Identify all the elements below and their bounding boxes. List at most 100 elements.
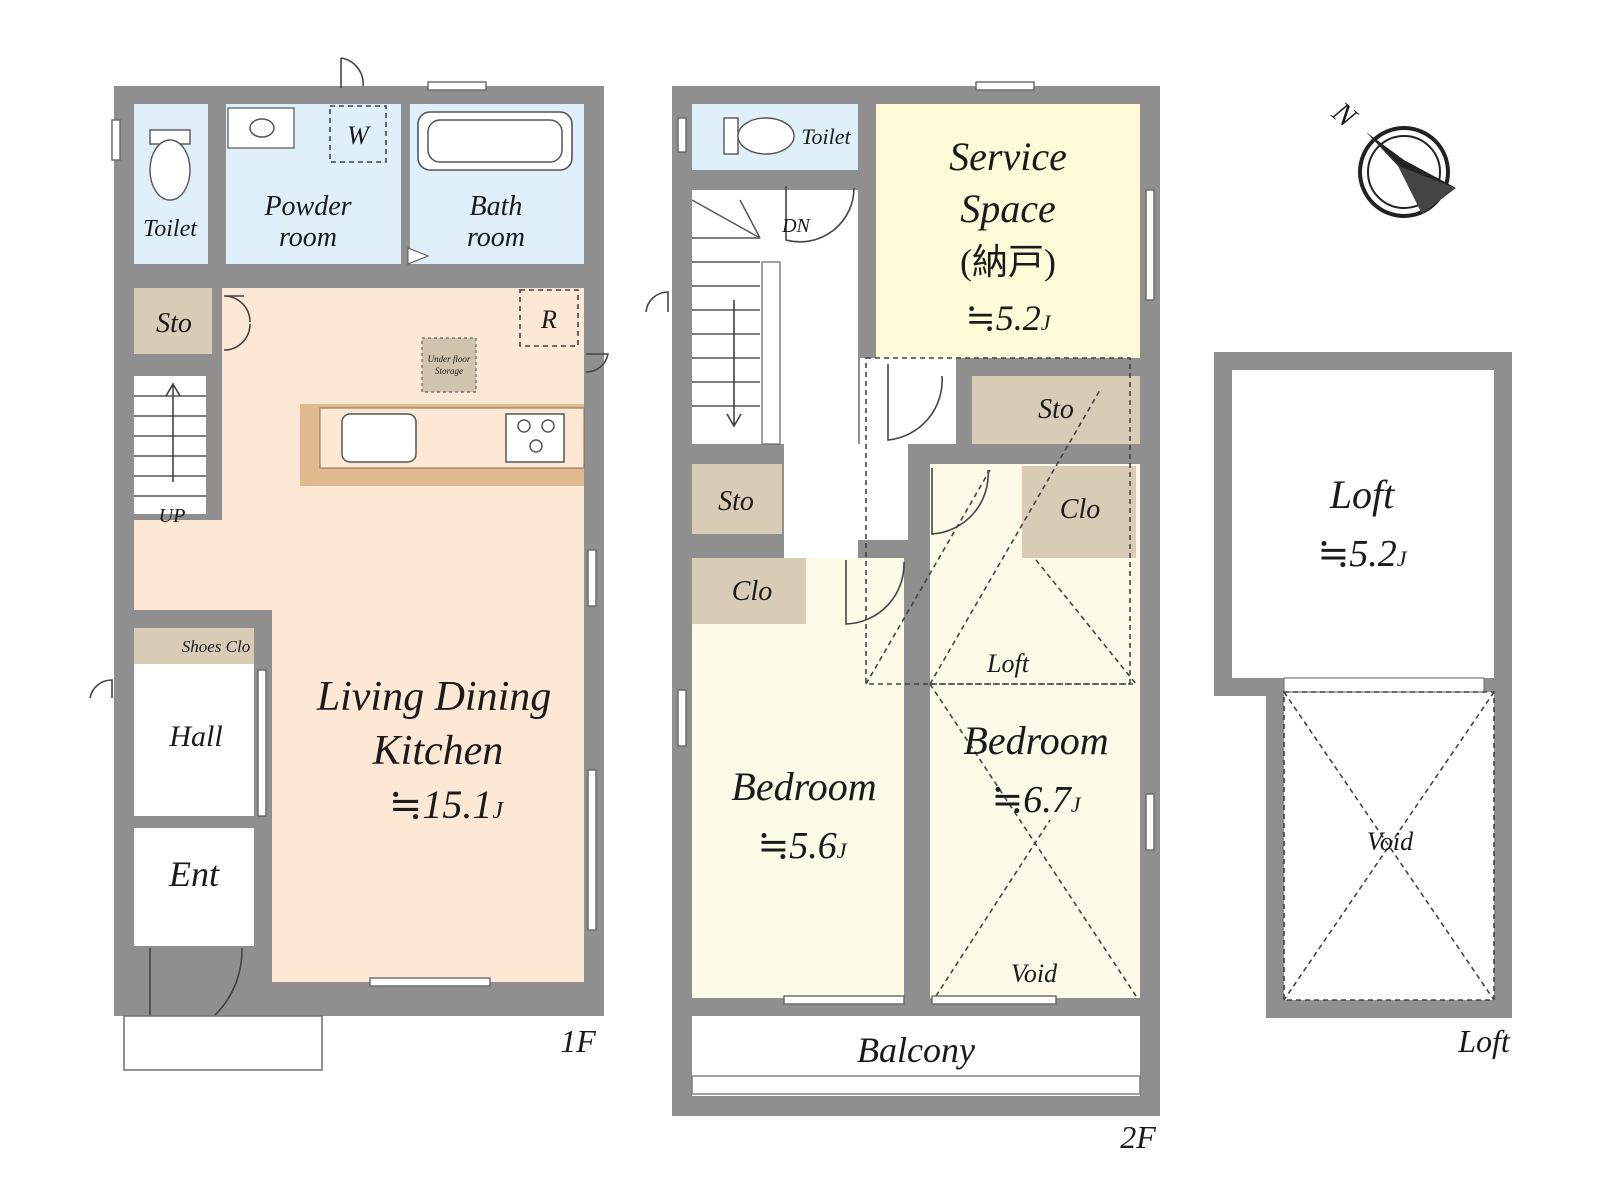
1f-kitchen-door	[585, 353, 609, 373]
2f-closet-left	[692, 558, 806, 624]
basin-bowl-icon	[249, 118, 275, 138]
2f-side-door	[645, 291, 669, 313]
2f-void-label: Void	[1011, 959, 1058, 988]
1f-hall	[134, 664, 254, 816]
1f-window-bottom	[369, 977, 491, 987]
2f-bedroom-left-area: ≒5.6J	[757, 825, 847, 867]
2f-balcony-rail	[691, 1075, 1141, 1095]
2f-service-space	[876, 104, 1140, 358]
1f-bath-label-1: Bath	[470, 191, 523, 222]
1f-storage-label: Sto	[156, 308, 192, 339]
2f-bedroom-left-door	[845, 560, 905, 625]
bathtub-inner-icon	[427, 119, 563, 163]
1f-ldk-area: ≒15.1J	[389, 782, 505, 827]
1f-ldk-label-2: Kitchen	[372, 728, 504, 774]
1f-storage	[134, 288, 212, 354]
2f-window-bottom-left	[783, 995, 905, 1005]
2f-stairs-down-arrow-icon	[726, 300, 742, 428]
2f-bedroom-right-label: Bedroom	[963, 718, 1108, 763]
1f-window-top	[427, 81, 487, 91]
1f-powder-label-1: Powder	[263, 191, 351, 222]
2f-window-toilet	[677, 117, 687, 153]
2f-balcony-label: Balcony	[857, 1030, 975, 1070]
2f-bedroom-left	[692, 558, 904, 998]
1f-shoes-closet	[134, 628, 254, 664]
1f-side-door	[89, 679, 113, 699]
1f-entrance-label: Ent	[168, 854, 220, 894]
1f-toilet-label: Toilet	[143, 216, 198, 242]
2f-hall-storage-label: Sto	[718, 486, 754, 517]
1f-fridge-label: R	[540, 305, 557, 334]
1f-stairs-up-label: UP	[159, 505, 186, 527]
loft-rail	[1283, 677, 1485, 693]
sink-icon	[341, 413, 417, 463]
1f-fridge-space	[519, 289, 579, 347]
2f-loft-hatch-label: Loft	[986, 649, 1030, 678]
2f-bedroom-right-area: ≒6.7J	[991, 779, 1081, 821]
cooktop-icon	[505, 413, 565, 463]
loft-void-label: Void	[1367, 827, 1414, 856]
2f-service-entry	[860, 358, 956, 444]
2f-closet-right-label: Clo	[1060, 494, 1100, 525]
1f-stair-treads	[134, 395, 206, 497]
floor-2f	[645, 81, 1160, 1116]
loft-floor-label: Loft	[1457, 1023, 1511, 1059]
1f-stairs-up-arrow-icon	[165, 382, 181, 482]
1f-shoes-closet-label: Shoes Clo	[182, 637, 250, 656]
2f-window-left	[677, 689, 687, 747]
1f-window-right-2	[587, 769, 597, 931]
2f-service-storage-label: Sto	[1038, 394, 1074, 425]
2f-toilet-icon	[723, 117, 795, 155]
1f-floor-label: 1F	[560, 1023, 596, 1059]
2f-service-area: ≒5.2J	[966, 298, 1052, 338]
2f-service-door	[887, 364, 943, 441]
floor-loft	[1214, 352, 1512, 1018]
2f-toilet-door	[785, 186, 855, 243]
2f-closet-left-label: Clo	[732, 576, 772, 607]
north-arrow-icon	[1358, 126, 1456, 218]
loft-label: Loft	[1329, 472, 1395, 517]
2f-hallway	[784, 190, 908, 560]
2f-floor-label: 2F	[1120, 1119, 1156, 1155]
1f-hall-label: Hall	[168, 720, 222, 753]
1f-window-left	[111, 119, 121, 161]
1f-underfloor-label-2: Storage	[435, 366, 463, 376]
2f-window-bottom-right	[931, 995, 1057, 1005]
1f-hall-screen	[257, 669, 267, 817]
1f-powder-label-2: room	[279, 222, 337, 253]
2f-service-storage	[972, 376, 1140, 444]
2f-bedroom-right-door	[931, 468, 989, 535]
1f-entrance	[134, 828, 254, 946]
2f-void-diag-2	[935, 819, 1051, 997]
2f-service-label-3: (納戸)	[960, 242, 1056, 282]
loft-area: ≒5.2J	[1317, 533, 1407, 575]
1f-washer-label: W	[347, 121, 371, 150]
1f-ldk-label-1: Living Dining	[316, 674, 552, 720]
2f-service-label-2: Space	[960, 186, 1056, 231]
1f-bath-door-icon	[407, 247, 430, 265]
1f-stairs	[134, 376, 206, 514]
1f-underfloor-label-1: Under floor	[428, 354, 471, 364]
2f-closet-right	[1022, 466, 1136, 558]
2f-window-right-1	[1145, 189, 1155, 301]
2f-stairs-down-label: DN	[781, 215, 811, 237]
1f-washer-space	[329, 105, 387, 163]
1f-underfloor-storage	[421, 337, 477, 393]
1f-porch	[123, 1015, 323, 1071]
north-label: N	[1325, 95, 1364, 135]
loft-void-outline	[1283, 691, 1495, 1001]
toilet-icon	[149, 129, 191, 201]
2f-hall-storage	[692, 464, 782, 534]
bathtub-icon	[417, 111, 573, 171]
1f-bath-label-2: room	[467, 222, 525, 253]
2f-stair-wall	[761, 261, 781, 445]
2f-loft-diag-2	[929, 389, 1101, 685]
2f-window-top	[975, 81, 1035, 91]
1f-storage-door	[223, 295, 251, 351]
2f-window-right-2	[1145, 793, 1155, 851]
2f-bedroom-left-label: Bedroom	[731, 764, 876, 809]
1f-window-right-1	[587, 549, 597, 607]
1f-powder-door	[340, 57, 364, 88]
loft-void-diag-1	[1283, 691, 1495, 1001]
